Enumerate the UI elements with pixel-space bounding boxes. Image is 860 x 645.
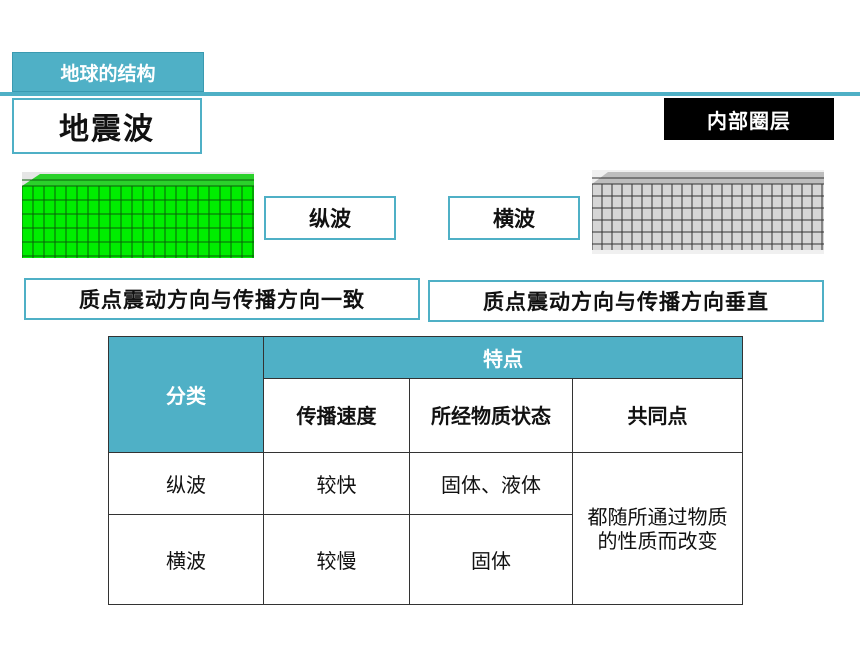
transverse-wave-label: 横波 — [448, 196, 580, 240]
transverse-wave-description: 质点震动方向与传播方向垂直 — [428, 280, 824, 322]
row-medium: 固体 — [409, 514, 573, 605]
table-row: 纵波 较快 固体、液体 都随所通过物质的性质而改变 — [108, 452, 744, 605]
header-divider — [0, 92, 860, 96]
row-speed: 较慢 — [263, 514, 410, 605]
features-header: 特点 — [262, 336, 744, 379]
page-title: 地震波 — [12, 98, 202, 154]
medium-header: 所经物质状态 — [409, 378, 573, 453]
category-header: 分类 — [108, 336, 264, 453]
row-name: 横波 — [108, 514, 264, 605]
longitudinal-wave-image — [22, 172, 254, 258]
common-point: 都随所通过物质的性质而改变 — [571, 452, 744, 605]
transverse-wave-image — [592, 170, 824, 254]
row-medium: 固体、液体 — [409, 452, 573, 515]
topic-badge[interactable]: 内部圈层 — [664, 98, 834, 140]
wave-comparison-table: 分类 特点 传播速度 所经物质状态 共同点 纵波 较快 固体、液体 都随所通过物… — [108, 336, 744, 605]
longitudinal-wave-description: 质点震动方向与传播方向一致 — [24, 278, 420, 320]
speed-header: 传播速度 — [263, 378, 410, 453]
longitudinal-wave-label: 纵波 — [264, 196, 396, 240]
row-name: 纵波 — [108, 452, 264, 515]
row-speed: 较快 — [263, 452, 410, 515]
section-tab[interactable]: 地球的结构 — [12, 52, 204, 92]
table-row: 横波 较慢 固体 — [108, 514, 743, 605]
common-header: 共同点 — [571, 378, 744, 453]
